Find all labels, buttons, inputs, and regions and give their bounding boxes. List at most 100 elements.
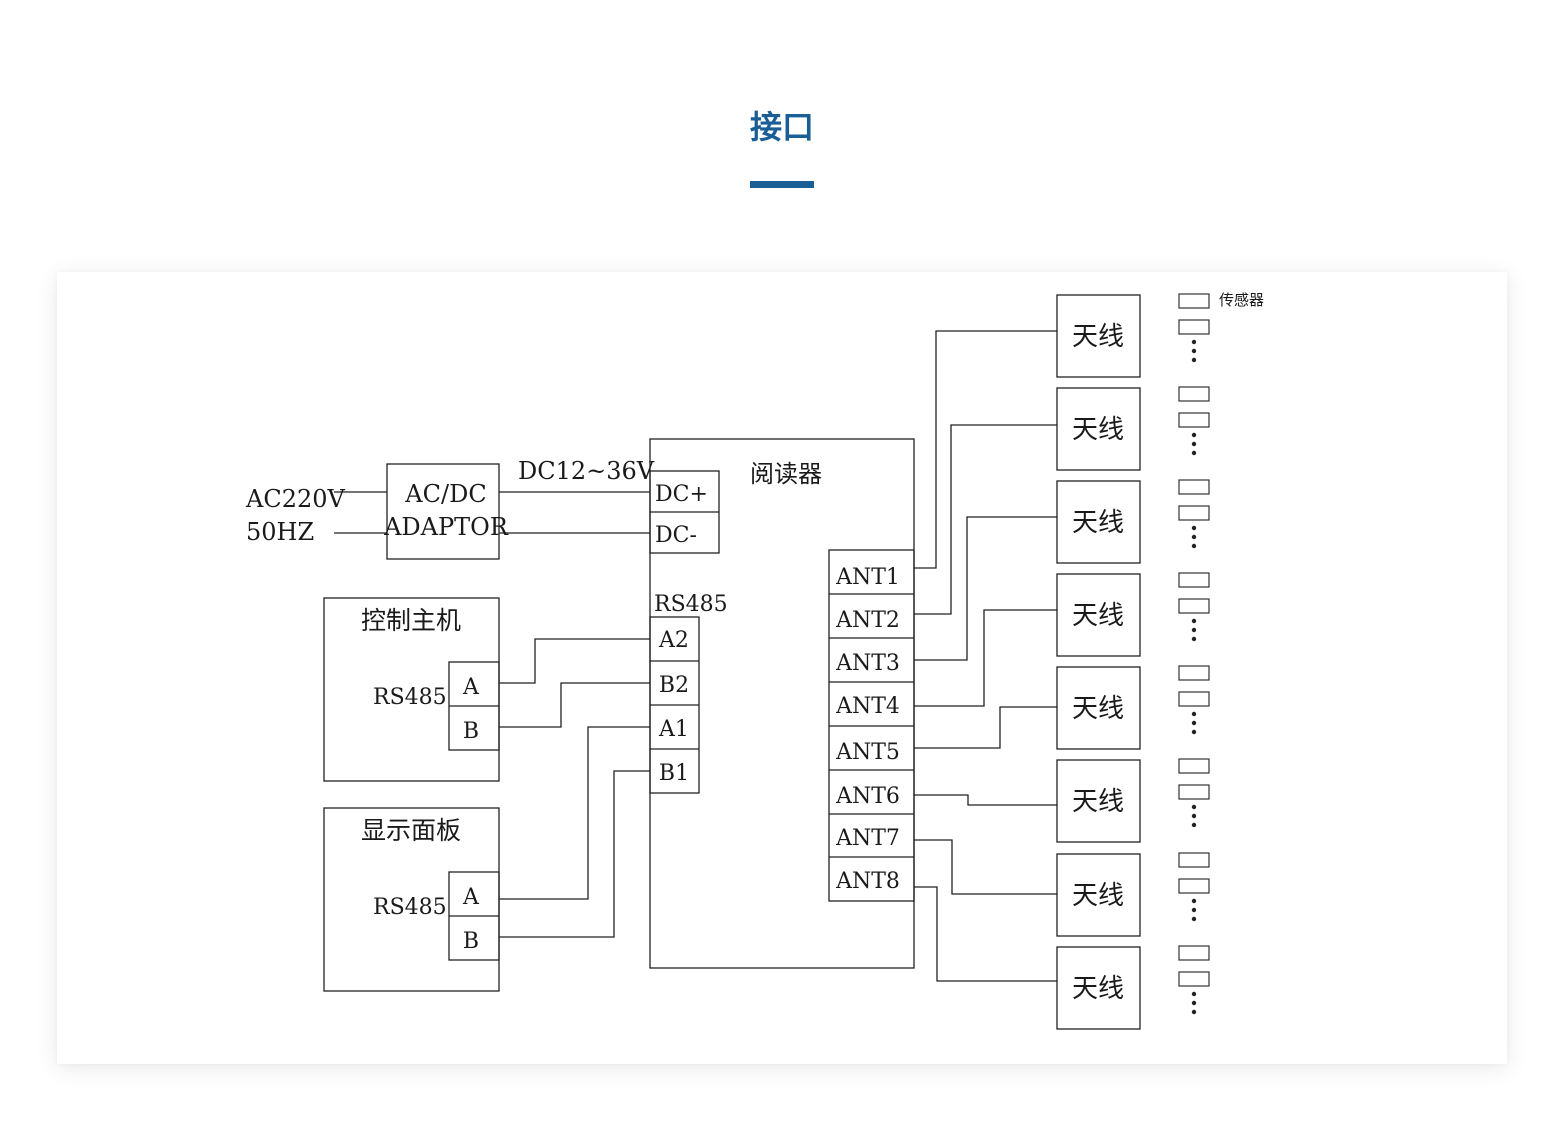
sensor-icon [1178, 293, 1210, 309]
ellipsis-dot [1191, 618, 1197, 624]
adaptor-box [386, 463, 500, 560]
sensor-column-8 [1178, 945, 1210, 1015]
ellipsis-dot [1191, 720, 1197, 726]
display-panel-label: 显示面板 [361, 816, 461, 845]
diagram-card [57, 272, 1507, 1064]
sensor-icon [1178, 572, 1210, 588]
ant-port-1: ANT1 [835, 565, 900, 590]
control-host-pin-a: A [462, 675, 480, 700]
wire-host-b-to-b2 [499, 682, 650, 728]
sensor-column-5 [1178, 665, 1210, 735]
sensor-icon [1178, 479, 1210, 495]
sensor-column-4 [1178, 572, 1210, 642]
sensor-icon [1178, 412, 1210, 428]
sensor-column-3 [1178, 479, 1210, 549]
sensor-icon [1178, 598, 1210, 614]
wire-ant5 [914, 706, 1057, 749]
control-host-rs485-label: RS485 [373, 685, 447, 710]
dc-plus-pin: DC+ [655, 482, 708, 507]
ellipsis-dot [1191, 543, 1197, 549]
ellipsis-dot [1191, 991, 1197, 997]
sensor-icon [1178, 665, 1210, 681]
dc-range-label: DC12~36V [518, 457, 655, 485]
ellipsis-dot [1191, 441, 1197, 447]
ellipsis-dot [1191, 813, 1197, 819]
sensor-icon [1178, 878, 1210, 894]
ellipsis-dot [1191, 729, 1197, 735]
adaptor-label-1: AC/DC [404, 480, 486, 508]
ellipsis-dot [1191, 1000, 1197, 1006]
wire-ant7 [914, 839, 1057, 895]
sensor-icon [1178, 386, 1210, 402]
ellipsis-dot [1191, 898, 1197, 904]
rs485-pin-a2: A2 [658, 628, 689, 653]
antenna-box-8 [1056, 946, 1141, 1030]
wire-ant3 [914, 516, 1057, 661]
power-input-label-2: 50HZ [246, 518, 314, 546]
title-underline [750, 181, 814, 188]
ellipsis-dot [1191, 636, 1197, 642]
sensor-column-7 [1178, 852, 1210, 922]
sensor-icon [1178, 784, 1210, 800]
sensor-icon [1178, 758, 1210, 774]
sensor-legend-label: 传感器 [1219, 291, 1264, 309]
ellipsis-dot [1191, 357, 1197, 363]
ant-port-3: ANT3 [835, 651, 900, 676]
antenna-box-3 [1056, 480, 1141, 564]
sensor-group [1178, 293, 1210, 1015]
sensor-icon [1178, 319, 1210, 335]
ant-port-6: ANT6 [835, 784, 900, 809]
sensor-column-6 [1178, 758, 1210, 828]
ellipsis-dot [1191, 627, 1197, 633]
wire-ant4 [914, 609, 1057, 707]
rs485-pin-b1: B1 [659, 761, 689, 786]
page-title: 接口 [749, 108, 814, 146]
adaptor-label-2: ADAPTOR [383, 513, 509, 541]
antenna-label-2: 天线 [1072, 415, 1124, 445]
ellipsis-dot [1191, 450, 1197, 456]
antenna-label-8: 天线 [1072, 974, 1124, 1004]
antenna-label-6: 天线 [1072, 787, 1124, 817]
ellipsis-dot [1191, 432, 1197, 438]
ellipsis-dot [1191, 916, 1197, 922]
power-input-label-1: AC220V [245, 485, 346, 513]
display-panel-rs485-label: RS485 [373, 895, 447, 920]
control-host-label: 控制主机 [361, 606, 461, 635]
reader-label: 阅读器 [750, 460, 822, 488]
ellipsis-dot [1191, 534, 1197, 540]
ant-port-4: ANT4 [835, 694, 900, 719]
ellipsis-dot [1191, 822, 1197, 828]
sensor-icon [1178, 505, 1210, 521]
ant-port-7: ANT7 [835, 826, 900, 851]
ellipsis-dot [1191, 339, 1197, 345]
sensor-icon [1178, 945, 1210, 961]
antenna-label-1: 天线 [1072, 322, 1124, 352]
ellipsis-dot [1191, 804, 1197, 810]
wire-ant8 [914, 886, 1057, 982]
reader-rs485-label: RS485 [654, 592, 728, 617]
antenna-box-6 [1056, 759, 1141, 843]
antenna-box-2 [1056, 387, 1141, 471]
ellipsis-dot [1191, 907, 1197, 913]
sensor-column-2 [1178, 386, 1210, 456]
antenna-box-1 [1056, 294, 1141, 378]
antenna-box-7 [1056, 853, 1141, 937]
rs485-pin-a1: A1 [658, 717, 689, 742]
ellipsis-dot [1191, 525, 1197, 531]
antenna-label-5: 天线 [1072, 694, 1124, 724]
sensor-icon [1178, 852, 1210, 868]
sensor-icon [1178, 971, 1210, 987]
wire-ant1 [914, 330, 1057, 569]
ant-port-8: ANT8 [835, 869, 900, 894]
wire-host-a-to-a2 [499, 638, 650, 684]
dc-minus-pin: DC- [655, 523, 697, 548]
ellipsis-dot [1191, 711, 1197, 717]
display-panel-pin-b: B [463, 929, 479, 954]
wire-panel-b-to-b1 [499, 770, 650, 938]
ant-port-2: ANT2 [835, 608, 900, 633]
rs485-pin-b2: B2 [659, 673, 689, 698]
ellipsis-dot [1191, 1009, 1197, 1015]
sensor-icon [1178, 691, 1210, 707]
